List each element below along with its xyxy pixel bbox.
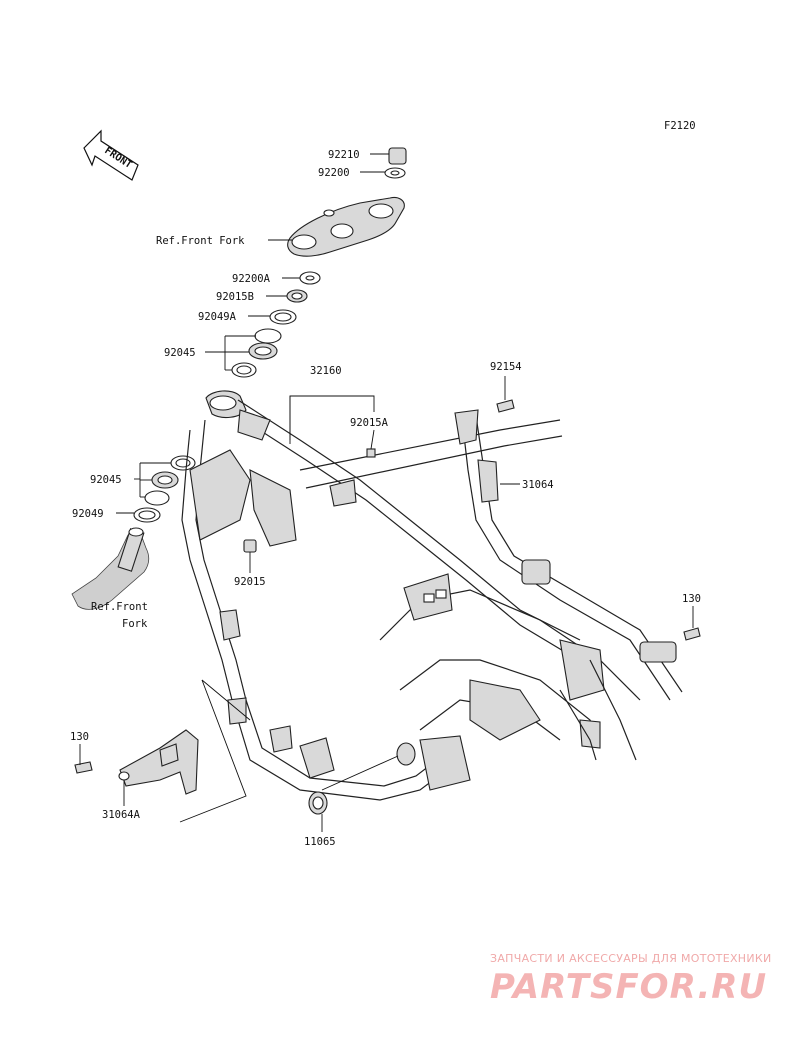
frame-cap-11065-location [396, 742, 416, 766]
label-ref-front-fork-bottom-2: Fork [122, 618, 148, 630]
label-92015b: 92015B [216, 291, 254, 303]
label-92210: 92210 [328, 149, 360, 161]
watermark: ЗАПЧАСТИ И АКСЕССУАРЫ ДЛЯ МОТОТЕХНИКИ PA… [490, 952, 772, 1007]
label-92200a: 92200A [232, 273, 271, 285]
label-92200: 92200 [318, 167, 350, 179]
part-labels: 92210 92200 Ref.Front Fork 92200A 92015B… [70, 149, 701, 848]
leader-lines [79, 153, 694, 832]
bracket-31064a [118, 679, 251, 823]
label-32160: 32160 [310, 365, 342, 377]
label-92015a: 92015A [350, 417, 389, 429]
label-130-right: 130 [682, 593, 701, 605]
watermark-logo: PARTSFOR.RU [490, 967, 767, 1007]
label-11065: 11065 [304, 836, 336, 848]
bearing-race-lower-2 [144, 490, 170, 506]
main-frame [181, 390, 683, 801]
steering-head-parts [231, 147, 407, 378]
label-31064: 31064 [522, 479, 554, 491]
front-arrow-icon: FRONT [83, 129, 139, 181]
label-92154: 92154 [490, 361, 522, 373]
label-92049: 92049 [72, 508, 104, 520]
bearing-race-upper [254, 328, 282, 344]
small-hardware [74, 399, 701, 815]
figure-code: F2120 [664, 120, 696, 132]
label-92045-upper: 92045 [164, 347, 196, 359]
label-ref-front-fork-top: Ref.Front Fork [156, 235, 245, 247]
label-92045-lower: 92045 [90, 474, 122, 486]
stem-nut [388, 147, 407, 165]
label-31064a: 31064A [102, 809, 141, 821]
label-130-left: 130 [70, 731, 89, 743]
label-92049a: 92049A [198, 311, 237, 323]
watermark-tagline: ЗАПЧАСТИ И АКСЕССУАРЫ ДЛЯ МОТОТЕХНИКИ [490, 952, 772, 965]
label-92015: 92015 [234, 576, 266, 588]
label-ref-front-fork-bottom-1: Ref.Front [91, 601, 148, 613]
